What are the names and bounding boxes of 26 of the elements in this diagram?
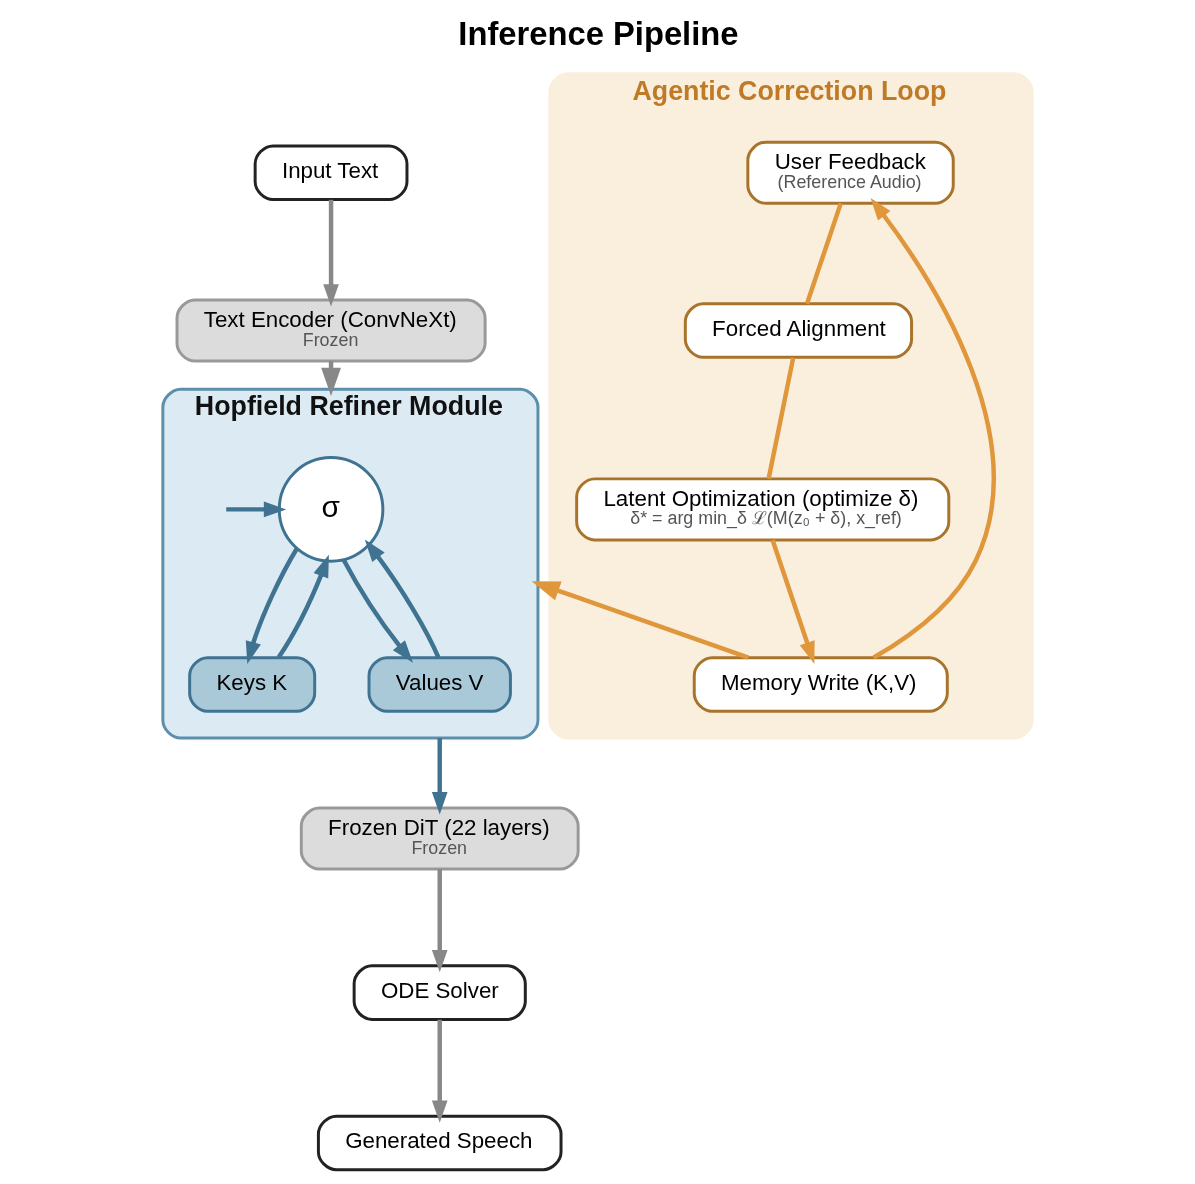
arrow xyxy=(870,198,996,660)
arrow xyxy=(364,539,441,659)
arrow xyxy=(323,199,339,307)
arrow xyxy=(341,558,414,663)
node-box: Frozen DiT (22 layers) Frozen xyxy=(299,806,580,871)
node-box: ODE Solver xyxy=(352,964,527,1021)
node-box: Keys K xyxy=(188,656,317,713)
node-box: Input Text xyxy=(253,144,409,202)
connector xyxy=(766,357,796,480)
arrow xyxy=(770,539,815,665)
node-box: User Feedback (Reference Audio) xyxy=(746,140,955,205)
diagram-title: Inference Pipeline xyxy=(458,14,739,52)
node-box: Latent Optimization (optimize δ) δ* = arg min_δ ℒ(M(z₀ + δ), x_ref) xyxy=(575,477,951,542)
arrow xyxy=(531,581,750,660)
node-box: Forced Alignment xyxy=(683,302,914,359)
arrow xyxy=(226,501,287,518)
arrow xyxy=(431,1019,448,1123)
node-box: Memory Write (K,V) xyxy=(692,656,949,713)
node-box: Text Encoder (ConvNeXt) Frozen xyxy=(175,298,487,363)
arrow xyxy=(245,547,299,664)
arrow xyxy=(276,554,329,659)
node-box: Values V xyxy=(367,656,512,713)
arrow xyxy=(431,738,448,815)
node-box: Generated Speech xyxy=(316,1114,563,1172)
arrow xyxy=(431,869,448,973)
connector xyxy=(804,202,843,305)
